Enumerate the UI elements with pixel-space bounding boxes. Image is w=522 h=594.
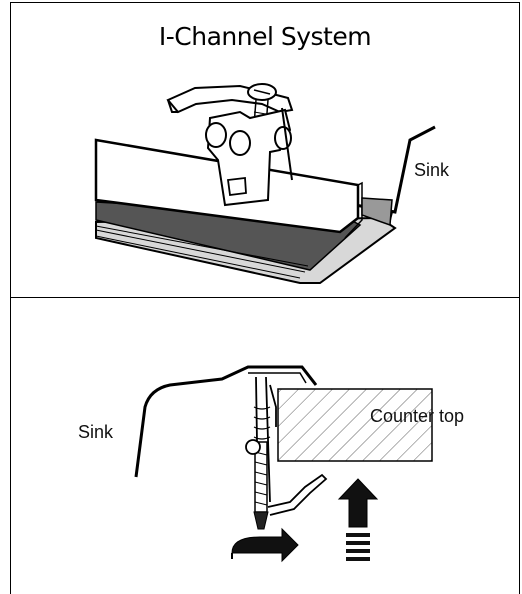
clip-lower-bracket — [267, 473, 328, 516]
rotate-arrow — [231, 527, 299, 563]
bottom-panel-illustration: Sink Counter top — [78, 365, 464, 563]
sink-profile — [134, 365, 318, 478]
top-panel-illustration: Sink — [94, 83, 450, 284]
panel-divider — [10, 297, 520, 298]
diagram-frame — [10, 2, 520, 594]
diagram-title: I-Channel System — [158, 22, 372, 51]
spring-coil — [253, 406, 271, 440]
screwdriver-tip — [253, 511, 269, 530]
counter-top-label: Counter top — [370, 406, 464, 426]
sink-label-bottom: Sink — [78, 422, 114, 442]
sink-label-top: Sink — [414, 160, 450, 180]
up-arrow — [337, 478, 379, 528]
counter-top — [277, 388, 433, 462]
